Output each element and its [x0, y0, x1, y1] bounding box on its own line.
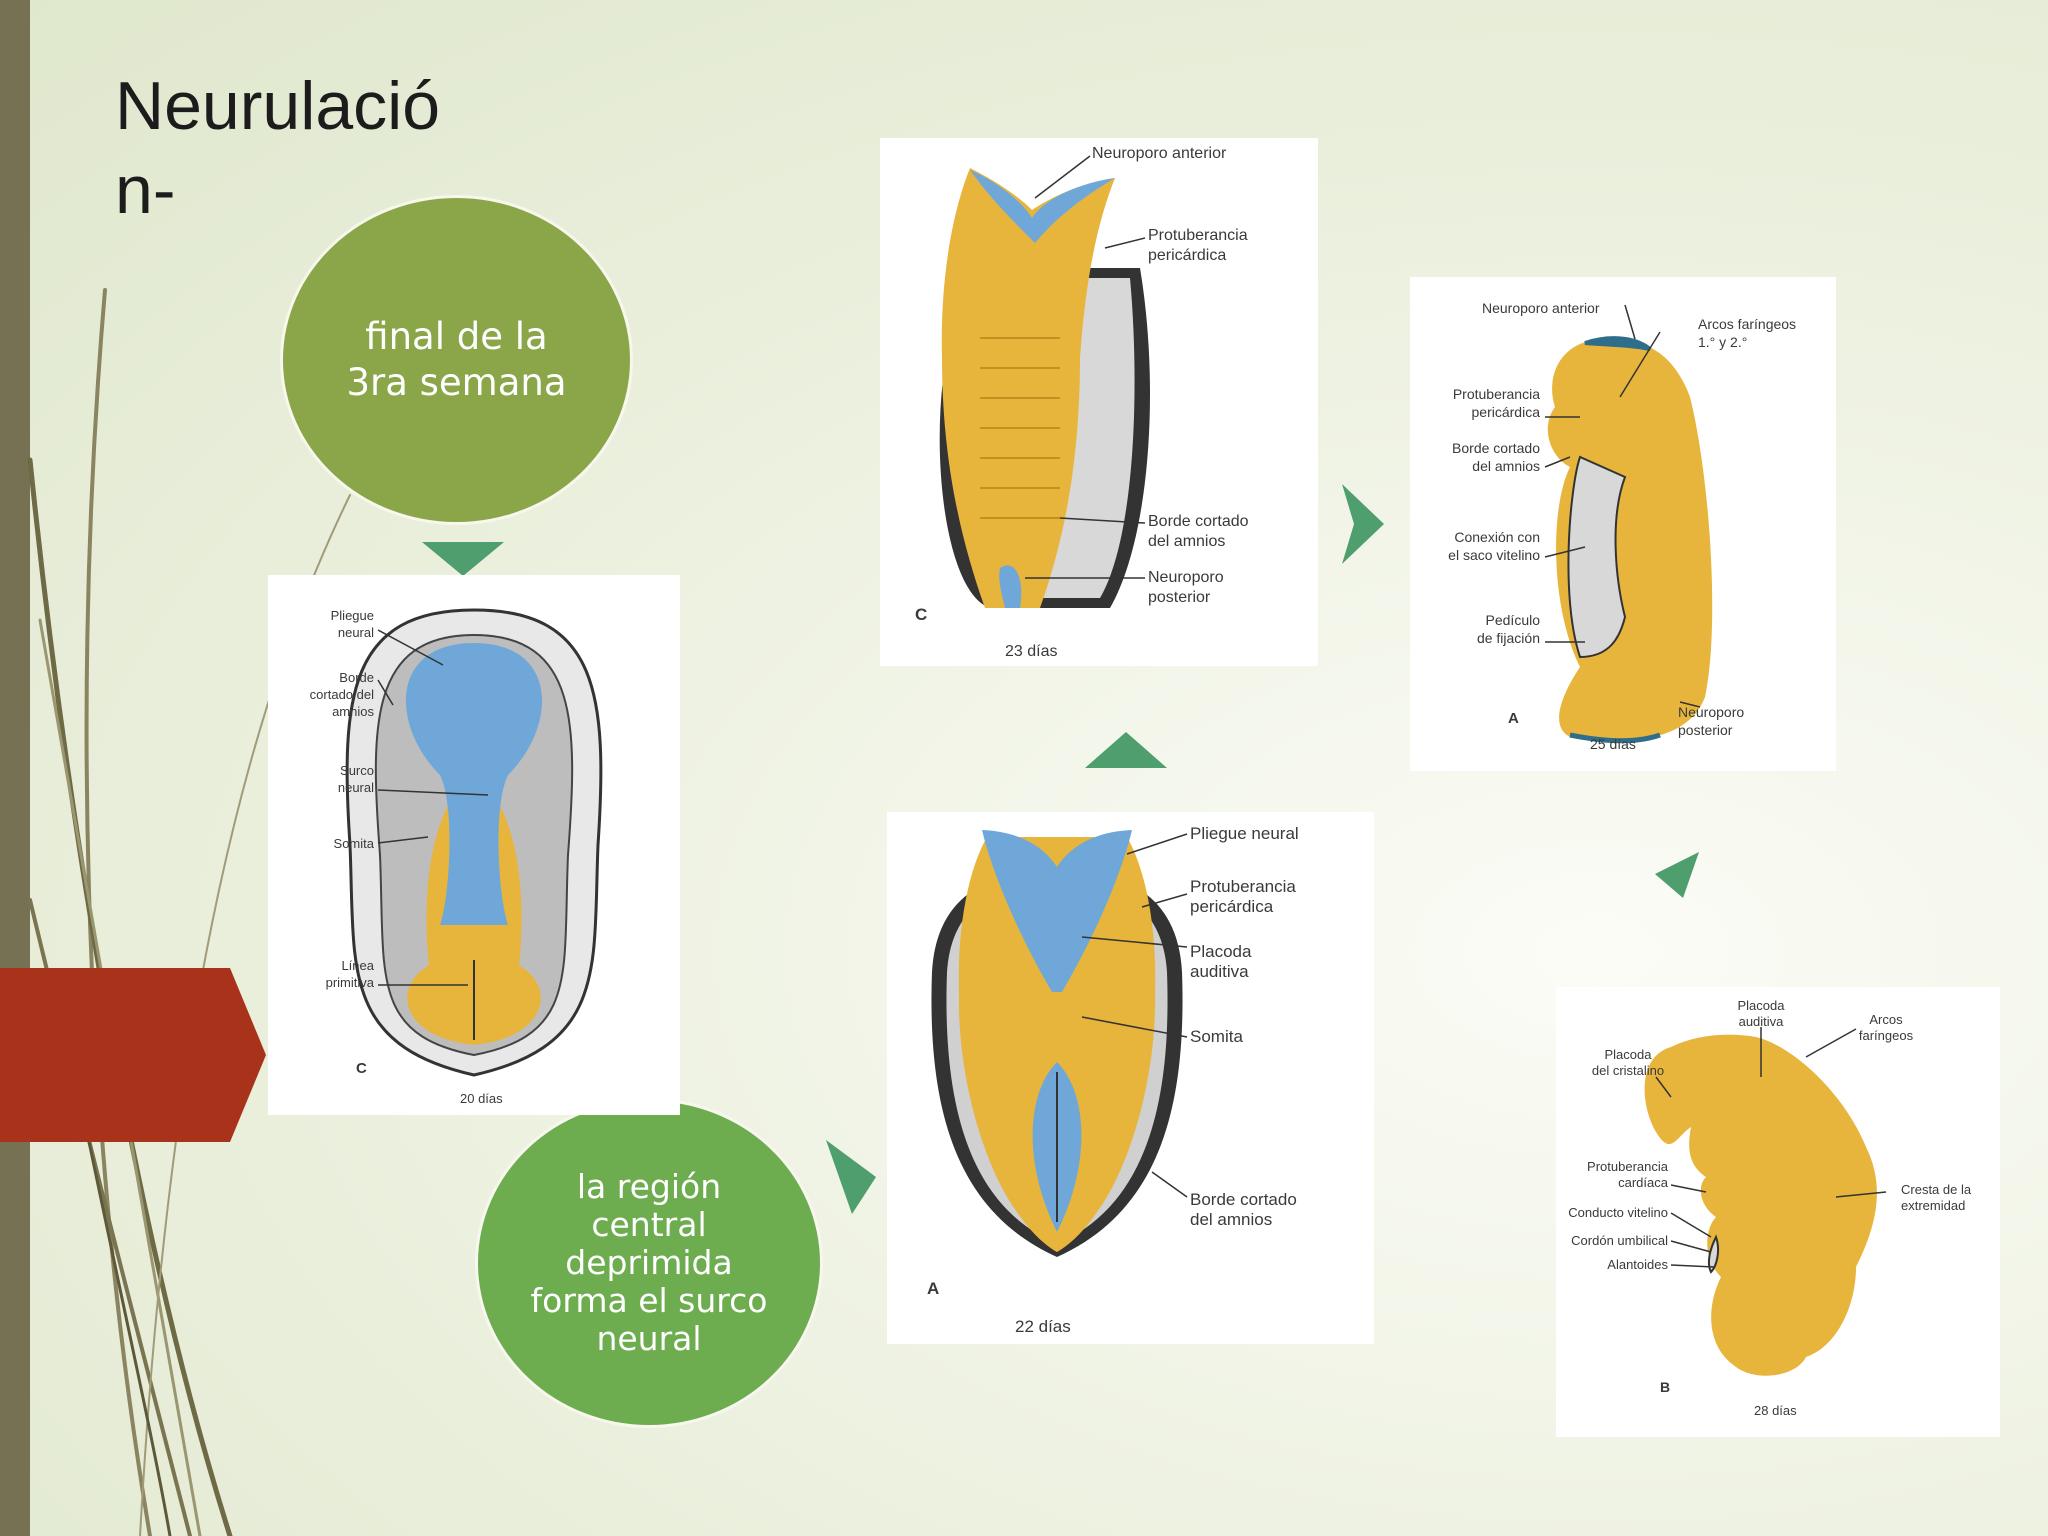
circle-text-line: la región: [576, 1167, 722, 1206]
label-text: Borde: [339, 670, 374, 685]
figure-days: 20 días: [460, 1091, 503, 1106]
label-text: Cresta de la: [1901, 1182, 1972, 1197]
embryo-25-days-illustration: Neuroporo anterior Arcos faríngeos 1.° y…: [1448, 300, 1796, 752]
arrow-up-icon: [1085, 732, 1167, 768]
label-text: posterior: [1148, 589, 1211, 606]
label-text: Borde cortado: [1148, 513, 1249, 530]
label-text: neural: [338, 625, 374, 640]
label-text: el saco vitelino: [1448, 547, 1540, 563]
label-text: Protuberancia: [1190, 877, 1296, 896]
label-text: Alantoides: [1607, 1257, 1668, 1272]
circle-text-line: central: [591, 1205, 707, 1244]
label-text: amnios: [332, 704, 374, 719]
label-text: Placoda: [1190, 942, 1252, 961]
label-text: del amnios: [1148, 533, 1225, 550]
arrow-right-icon: [1342, 484, 1384, 564]
label-text: Arcos: [1869, 1012, 1903, 1027]
arrow-down-icon: [422, 542, 504, 576]
diagram-22-days: Pliegue neural Protuberancia pericárdica…: [887, 812, 1374, 1344]
diagram-23-days: Neuroporo anterior Protuberancia pericár…: [880, 138, 1318, 666]
label-text: posterior: [1678, 722, 1733, 738]
figure-letter: A: [927, 1279, 939, 1298]
circle-text-line: neural: [596, 1319, 702, 1358]
circle-text-line: final de la: [365, 315, 548, 358]
slide-title: Neurulació n-: [115, 64, 515, 232]
arrow-left-icon: [1655, 852, 1699, 898]
label-text: Protuberancia: [1148, 227, 1248, 244]
label-text: Borde cortado: [1190, 1190, 1297, 1209]
label-text: Surco: [340, 763, 374, 778]
label-text: pericárdica: [1472, 404, 1541, 420]
title-line-1: Neurulació: [115, 68, 441, 144]
label-text: cortado del: [310, 687, 374, 702]
label-text: Pliegue neural: [1190, 824, 1299, 843]
label-text: Neuroporo anterior: [1092, 145, 1227, 162]
circle-text-line: forma el surco: [530, 1281, 768, 1320]
label-text: Neuroporo: [1148, 569, 1224, 586]
figure-days: 28 días: [1754, 1403, 1797, 1418]
label-text: Somita: [1190, 1027, 1243, 1046]
label-text: pericárdica: [1148, 247, 1226, 264]
diagram-28-days: Placoda auditiva Arcos faríngeos Placoda…: [1556, 987, 2000, 1437]
label-text: Somita: [334, 836, 375, 851]
label-text: del amnios: [1190, 1210, 1272, 1229]
circle-text-line: 3ra semana: [346, 361, 567, 404]
label-text: Protuberancia: [1587, 1159, 1669, 1174]
label-text: cardíaca: [1618, 1175, 1669, 1190]
label-text: faríngeos: [1859, 1028, 1914, 1043]
embryo-20-days-illustration: Pliegue neural Borde cortado del amnios …: [310, 608, 603, 1106]
label-text: auditiva: [1739, 1014, 1785, 1029]
diagram-25-days: Neuroporo anterior Arcos faríngeos 1.° y…: [1410, 277, 1836, 771]
figure-letter: A: [1508, 710, 1519, 727]
figure-letter: C: [356, 1060, 367, 1077]
label-text: de fijación: [1477, 630, 1540, 646]
diagram-20-days: Pliegue neural Borde cortado del amnios …: [268, 575, 680, 1115]
arrow-right-icon: [826, 1140, 876, 1214]
label-text: Conexión con: [1454, 529, 1540, 545]
circle-end-third-week: final de la 3ra semana: [280, 195, 633, 525]
embryo-28-days-illustration: Placoda auditiva Arcos faríngeos Placoda…: [1568, 998, 1972, 1418]
label-text: Neuroporo: [1678, 704, 1744, 720]
label-text: Protuberancia: [1453, 386, 1540, 402]
embryo-22-days-illustration: Pliegue neural Protuberancia pericárdica…: [927, 824, 1299, 1336]
title-line-2: n-: [115, 152, 176, 228]
figure-letter: C: [915, 605, 927, 624]
left-accent-bar: [0, 0, 30, 1536]
figure-days: 22 días: [1015, 1317, 1071, 1336]
label-text: Arcos faríngeos: [1698, 316, 1796, 332]
label-text: del cristalino: [1592, 1063, 1664, 1078]
circle-text-line: deprimida: [565, 1243, 733, 1282]
label-text: Pliegue: [331, 608, 374, 623]
circle-neural-groove: la región central deprimida forma el sur…: [475, 1098, 823, 1428]
label-text: del amnios: [1472, 458, 1540, 474]
label-text: Borde cortado: [1452, 440, 1540, 456]
label-text: Placoda: [1605, 1047, 1653, 1062]
label-text: neural: [338, 780, 374, 795]
label-text: primitiva: [326, 975, 375, 990]
embryo-23-days-illustration: Neuroporo anterior Protuberancia pericár…: [915, 145, 1249, 660]
figure-days: 23 días: [1005, 643, 1057, 660]
label-text: pericárdica: [1190, 897, 1274, 916]
label-text: Neuroporo anterior: [1482, 300, 1600, 316]
figure-days: 25 días: [1590, 736, 1636, 752]
label-text: Cordón umbilical: [1571, 1233, 1668, 1248]
label-text: extremidad: [1901, 1198, 1965, 1213]
label-text: Placoda: [1738, 998, 1786, 1013]
figure-letter: B: [1660, 1379, 1670, 1395]
label-text: Conducto vitelino: [1568, 1205, 1668, 1220]
label-text: Pedículo: [1486, 612, 1541, 628]
red-banner-shape: [0, 968, 266, 1142]
label-text: Línea: [341, 958, 374, 973]
label-text: auditiva: [1190, 962, 1249, 981]
label-text: 1.° y 2.°: [1698, 334, 1747, 350]
